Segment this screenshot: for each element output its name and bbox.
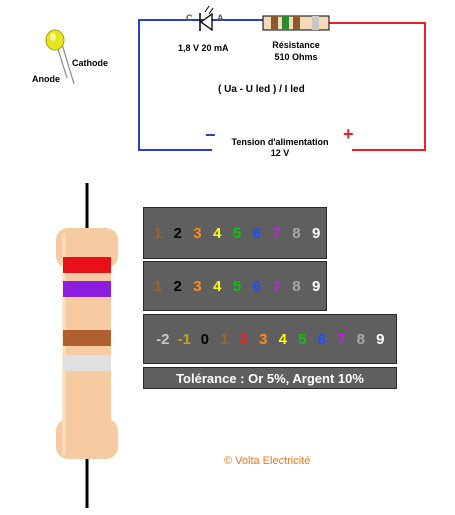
digit-3-10: 7 xyxy=(337,330,346,348)
resistor-title: Résistance xyxy=(272,40,320,50)
digit-3-11: 8 xyxy=(356,330,365,348)
supply-title: Tension d'alimentation xyxy=(231,137,329,147)
plus-sign: + xyxy=(343,124,354,144)
led-rating: 1,8 V 20 mA xyxy=(178,43,229,53)
cathode-label: Cathode xyxy=(72,58,108,68)
digit-3-12: 9 xyxy=(376,330,385,348)
resistor-band-4 xyxy=(63,355,111,371)
digit-2-7: 7 xyxy=(272,277,281,295)
led-anode-letter: A xyxy=(217,13,224,23)
formula: ( Ua - U led ) / I led xyxy=(218,84,305,95)
digit-2-5: 5 xyxy=(232,277,242,295)
digit-2-6: 6 xyxy=(252,277,261,295)
digit-3-2: -1 xyxy=(177,330,191,348)
digit-1-1: 1 xyxy=(153,224,163,242)
resistor-band-2 xyxy=(63,281,111,297)
digit-3-9: 6 xyxy=(317,330,326,348)
digit-2-3: 3 xyxy=(193,277,202,295)
digit-1-3: 3 xyxy=(193,224,202,242)
digit-3-7: 4 xyxy=(278,330,287,348)
minus-sign: − xyxy=(205,125,216,145)
resistor-symbol-icon xyxy=(262,15,330,31)
positive-wire xyxy=(329,22,426,151)
digit-2-2: 2 xyxy=(173,277,182,295)
digit-1-9: 9 xyxy=(311,224,321,242)
digit-1-7: 7 xyxy=(272,224,281,242)
supply-value: 12 V xyxy=(270,148,290,158)
resistor-band-1 xyxy=(63,257,111,273)
digit-3-6: 3 xyxy=(259,330,268,348)
anode-label: Anode xyxy=(32,74,60,84)
digit-1-5: 5 xyxy=(232,224,242,242)
digit-2-4: 4 xyxy=(213,277,222,295)
digit-3-8: 5 xyxy=(298,330,307,348)
negative-wire xyxy=(138,19,263,151)
led-cathode-letter: C xyxy=(186,13,193,23)
copyright: © Volta Electricité xyxy=(224,455,311,467)
digit-1-6: 6 xyxy=(252,224,261,242)
led-symbol-icon xyxy=(199,5,214,32)
digit-1-2: 2 xyxy=(173,224,182,242)
digit-3-3: 0 xyxy=(200,330,209,348)
digit-1-8: 8 xyxy=(292,224,301,242)
digit-3-5: 2 xyxy=(239,330,248,348)
digit-2-8: 8 xyxy=(292,277,301,295)
digit-2-1: 1 xyxy=(153,277,163,295)
resistor-band-3 xyxy=(63,330,111,346)
led-component-icon xyxy=(45,29,75,85)
digit-1-4: 4 xyxy=(213,224,222,242)
circuit-diagram xyxy=(45,5,426,151)
digit-2-9: 9 xyxy=(311,277,321,295)
digit-3-4: 1 xyxy=(220,330,229,348)
digit-3-1: -2 xyxy=(156,330,170,348)
tolerance-label: Tolérance : Or 5%, Argent 10% xyxy=(143,367,397,389)
resistor-value: 510 Ohms xyxy=(274,52,318,62)
resistor-illustration xyxy=(56,183,118,508)
